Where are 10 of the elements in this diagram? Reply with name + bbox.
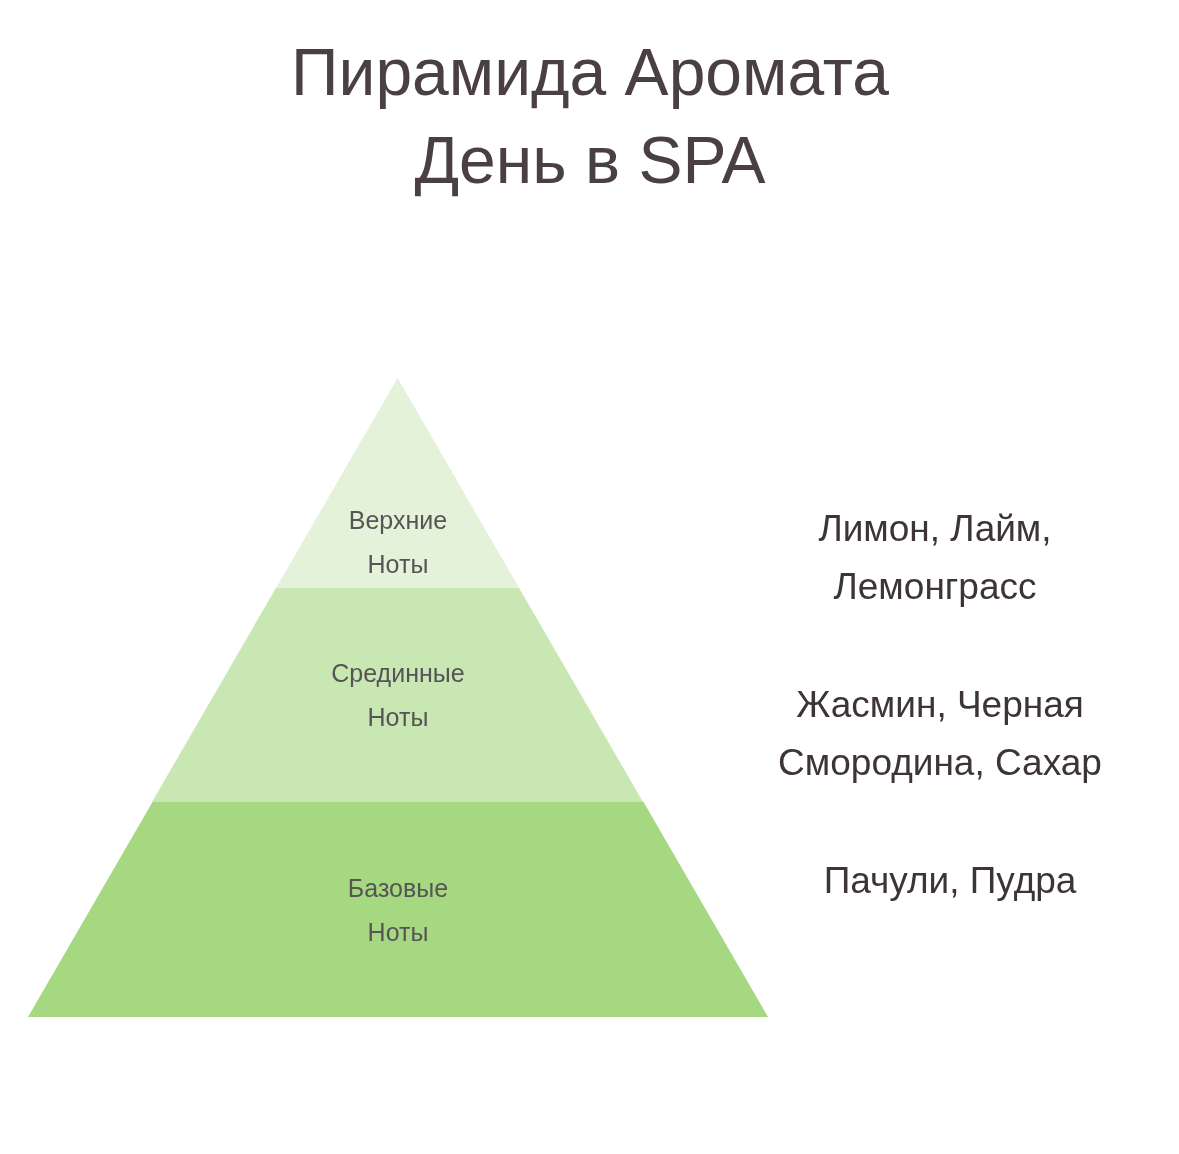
tier-label: Базовые Ноты <box>346 872 450 948</box>
tier-label: Верхние Ноты <box>347 505 449 580</box>
tier-label: Срединные Ноты <box>330 658 466 733</box>
pyramid-tier <box>152 588 644 802</box>
pyramid-top-tier <box>276 378 520 588</box>
pyramid-tier <box>28 802 768 1017</box>
note-text: Пачули, Пудра <box>822 859 1078 903</box>
note-text: Жасмин, Черная Смородина, Сахар <box>777 683 1103 785</box>
note-text: Лимон, Лайм, Лемонграсс <box>817 507 1053 609</box>
title: Пирамида Аромата День в SPA <box>290 34 890 199</box>
